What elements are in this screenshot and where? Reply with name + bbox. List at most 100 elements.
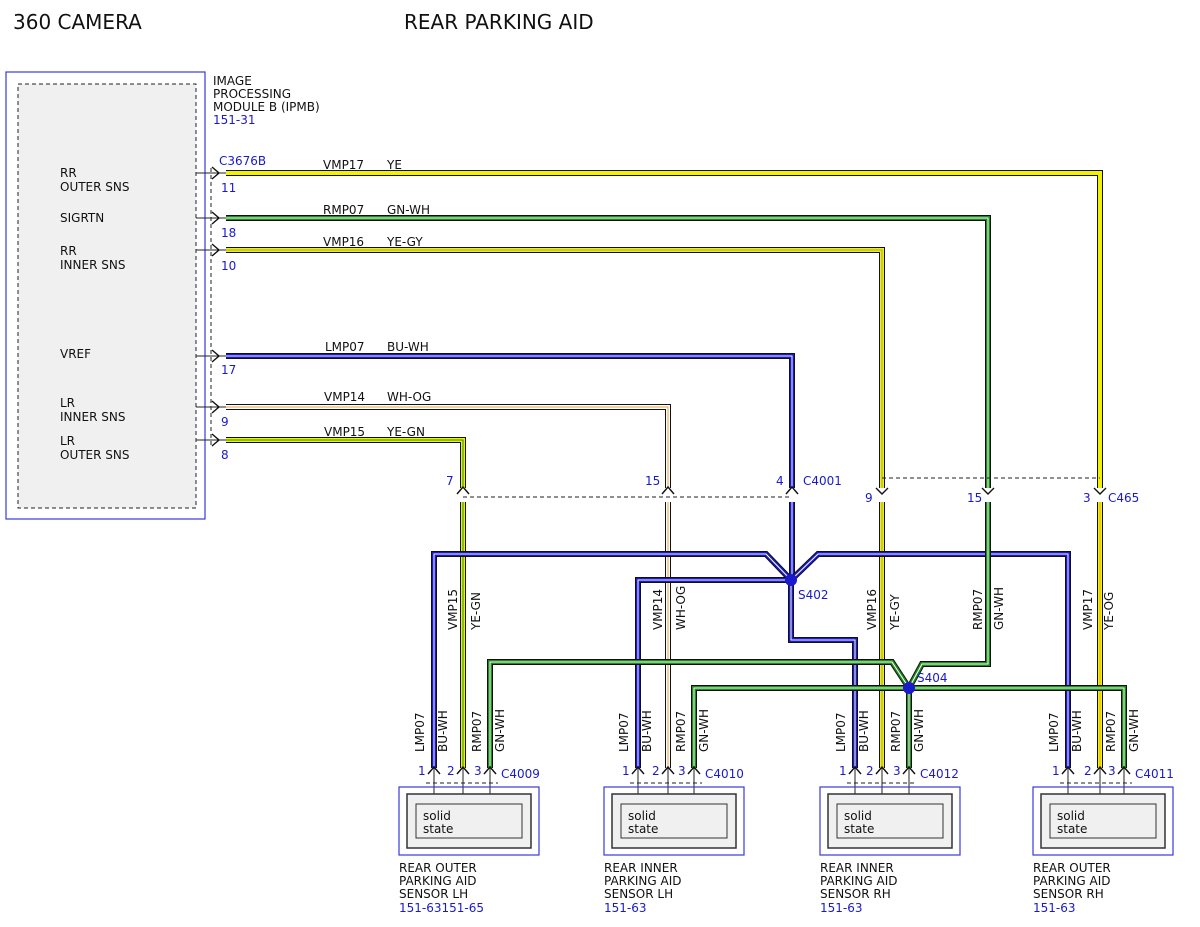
vlabel-ye-gy: YE-GY: [888, 594, 902, 631]
wire-circuit-w18: RMP07: [323, 203, 364, 217]
inline-connector-c4001: 7 15 4 C4001: [446, 474, 842, 498]
c465-arrow-15: [981, 487, 995, 495]
sensor-2-state-label: state: [628, 822, 658, 836]
sensor-2-vlabel-lmp07: LMP07: [617, 712, 631, 752]
c465-arrow-3: [1093, 487, 1107, 495]
pin-number-8: 8: [221, 448, 229, 462]
signal-label-lr-inner-1: LR: [60, 396, 75, 410]
c465-pin-3: 3: [1083, 491, 1091, 505]
wire-rmp07-to-c4010-stripe: [693, 687, 909, 768]
c4001-pin-15: 15: [645, 474, 660, 488]
pin-number-18: 18: [221, 226, 236, 240]
pin-arrow-9: [211, 400, 221, 414]
wire-lmp07-bu-wh: [226, 354, 794, 488]
vlabel-rmp07-right: RMP07: [971, 589, 985, 630]
sensor-2-pin-2: 2: [652, 764, 660, 778]
c4001-arrow-15: [661, 485, 675, 495]
signal-label-lr-inner-2: INNER SNS: [60, 410, 125, 424]
wire-lmp07-to-c4009-stripe: [433, 553, 792, 768]
sensor-3-solid-state-box: [836, 803, 944, 839]
wire-vmp16-ye-gy: [226, 248, 884, 488]
section-title-360-camera: 360 CAMERA: [13, 10, 142, 34]
wire-lmp07-to-c4011-stripe: [790, 553, 1069, 768]
signal-label-vref: VREF: [60, 347, 91, 361]
vlabel-vmp17: VMP17: [1081, 589, 1095, 630]
sensor-4-name-line-2: PARKING AID: [1033, 874, 1111, 888]
wire-rmp07-to-c4010: [692, 686, 909, 768]
signal-label-rr-outer-2: OUTER SNS: [60, 180, 130, 194]
sensor-2-pin-arrow-2: [661, 765, 675, 775]
sensor-3-pin-3: 3: [893, 764, 901, 778]
c4001-pin-7: 7: [446, 474, 454, 488]
sensor-2-vlabel-bu-wh: BU-WH: [640, 710, 654, 752]
vlabel-ye-gn: YE-GN: [469, 592, 483, 631]
sensor-3-frame: [819, 786, 961, 856]
wire-circuit-w9: VMP14: [324, 390, 365, 404]
sensor-1-frame: [398, 786, 540, 856]
module-outer-frame: [5, 71, 206, 520]
pin-arrow-17: [211, 349, 221, 363]
wire-rmp07-gn-wh-stripe: [226, 217, 989, 488]
sensor-1-vlabel-rmp07: RMP07: [470, 711, 484, 752]
wire-rmp07-to-c4009-stripe: [489, 661, 910, 768]
pin-arrow-10: [211, 243, 221, 257]
wire-circuit-w10: VMP16: [323, 235, 364, 249]
sensor-1-name-line-2: PARKING AID: [399, 874, 477, 888]
wire-rmp07-to-c4010-outline: [691, 685, 909, 768]
sensor-4-pin-3: 3: [1108, 764, 1116, 778]
sensor-3-pin-2: 2: [866, 764, 874, 778]
sensor-3-pin-arrow-2: [875, 765, 889, 775]
sensor-3-pin-1: 1: [839, 764, 847, 778]
signal-label-rr-outer-1: RR: [60, 166, 77, 180]
sensor-2-connector-name: C4010: [705, 767, 744, 781]
sensor-2-vlabel-gn-wh: GN-WH: [697, 709, 711, 752]
sensor-3-connector-name: C4012: [920, 767, 959, 781]
wire-lmp07-to-c4012-stripe: [790, 580, 856, 768]
signal-label-rr-inner-2: INNER SNS: [60, 258, 125, 272]
sensor-3-vlabel-bu-wh: BU-WH: [857, 710, 871, 752]
wire-circuit-w11: VMP17: [323, 158, 364, 172]
sensor-1-solid-state-box: [415, 803, 523, 839]
sensor-3-pin-arrow-1: [848, 765, 862, 775]
wire-vmp16-ye-gy-stripe: [226, 249, 883, 488]
sensor-3-state-label: state: [844, 822, 874, 836]
wire-rmp07-trunk-stripe: [908, 502, 989, 689]
splice-s402-dot: [785, 574, 797, 586]
vlabel-ye-og: YE-OG: [1102, 592, 1116, 631]
c465-arrow-9: [875, 487, 889, 495]
wire-lmp07-bu-wh-outline: [226, 353, 795, 488]
sensor-1-vlabel-gn-wh: GN-WH: [493, 709, 507, 752]
sensor-3-name-line-2: PARKING AID: [820, 874, 898, 888]
sensor-2-vlabel-rmp07: RMP07: [674, 711, 688, 752]
wire-rmp07-to-c4011-stripe: [909, 687, 1125, 768]
sensor-4-vlabel-lmp07: LMP07: [1047, 712, 1061, 752]
c4001-arrow-7: [456, 485, 470, 495]
sensor-3-pin-arrow-3: [902, 765, 916, 775]
vlabel-gn-wh-right: GN-WH: [992, 587, 1006, 630]
pin-number-10: 10: [221, 259, 236, 273]
sensor-1-pin-arrow-3: [483, 765, 497, 775]
splice-s404-dot: [903, 682, 915, 694]
pin-number-17: 17: [221, 363, 236, 377]
c4001-pin-4: 4: [776, 474, 784, 488]
sensor-3-name-line-3: SENSOR RH: [820, 887, 891, 901]
wire-lmp07-to-c4010-stripe: [637, 579, 791, 768]
sensor-3-name-line-1: REAR INNER: [820, 861, 894, 875]
sensor-4-vlabel-rmp07: RMP07: [1104, 711, 1118, 752]
c465-pin-15: 15: [967, 491, 982, 505]
sensor-1-name-line-1: REAR OUTER: [399, 861, 477, 875]
image-processing-module: IMAGE PROCESSING MODULE B (IPMB) 151-31 …: [5, 71, 320, 520]
module-ref: 151-31: [213, 113, 256, 127]
wire-circuit-w8: VMP15: [324, 425, 365, 439]
pin-number-9: 9: [221, 415, 229, 429]
sensor-4-connector-name: C4011: [1135, 767, 1174, 781]
wire-color-w9: WH-OG: [387, 390, 431, 404]
wire-lmp07-bu-wh-stripe: [226, 355, 793, 488]
vlabel-vmp15: VMP15: [446, 589, 460, 630]
signal-label-lr-outer-2: OUTER SNS: [60, 448, 130, 462]
wire-vmp16-ye-gy-outline: [226, 247, 885, 488]
sensor-2-solid-label: solid: [628, 809, 656, 823]
wire-vmp15-ye-gn-outline: [226, 437, 466, 488]
